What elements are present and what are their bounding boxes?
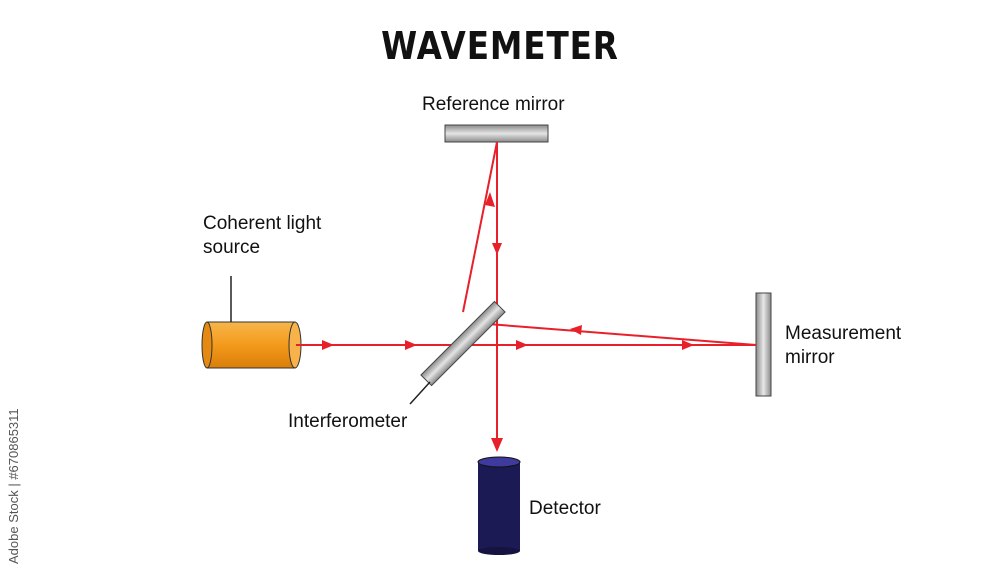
arrow-up-reference — [485, 192, 495, 207]
interferometer-splitter — [420, 300, 506, 387]
watermark-text: Adobe Stock | #670865311 — [6, 408, 21, 564]
detector-label: Detector — [529, 498, 601, 519]
laser-beams — [296, 141, 757, 440]
measurement-mirror-label: Measurement mirror — [785, 323, 902, 368]
arrow-measurement-return — [570, 325, 582, 335]
light-source — [201, 321, 302, 369]
reference-mirror — [444, 124, 549, 143]
arrow-down-detector — [491, 438, 503, 452]
arrow-down-reference — [492, 243, 502, 255]
light-source-label: Coherent light source — [203, 213, 322, 258]
arrow-to-measurement-2 — [682, 340, 694, 350]
measurement-mirror — [755, 292, 772, 397]
arrow-source-2 — [405, 340, 417, 350]
diagram-title: WAVEMETER — [381, 24, 619, 68]
arrow-source-1 — [322, 340, 334, 350]
beam-arrows — [322, 192, 694, 452]
detector — [477, 456, 521, 555]
beam-splitter-to-reference — [462, 141, 498, 313]
arrow-to-measurement-1 — [516, 340, 528, 350]
beam-measurement-return — [487, 323, 757, 346]
reference-mirror-label: Reference mirror — [422, 94, 565, 115]
stock-watermark: Adobe Stock | #670865311 — [0, 338, 28, 568]
interferometer-leader-line — [409, 381, 431, 405]
interferometer-label: Interferometer — [288, 411, 408, 432]
